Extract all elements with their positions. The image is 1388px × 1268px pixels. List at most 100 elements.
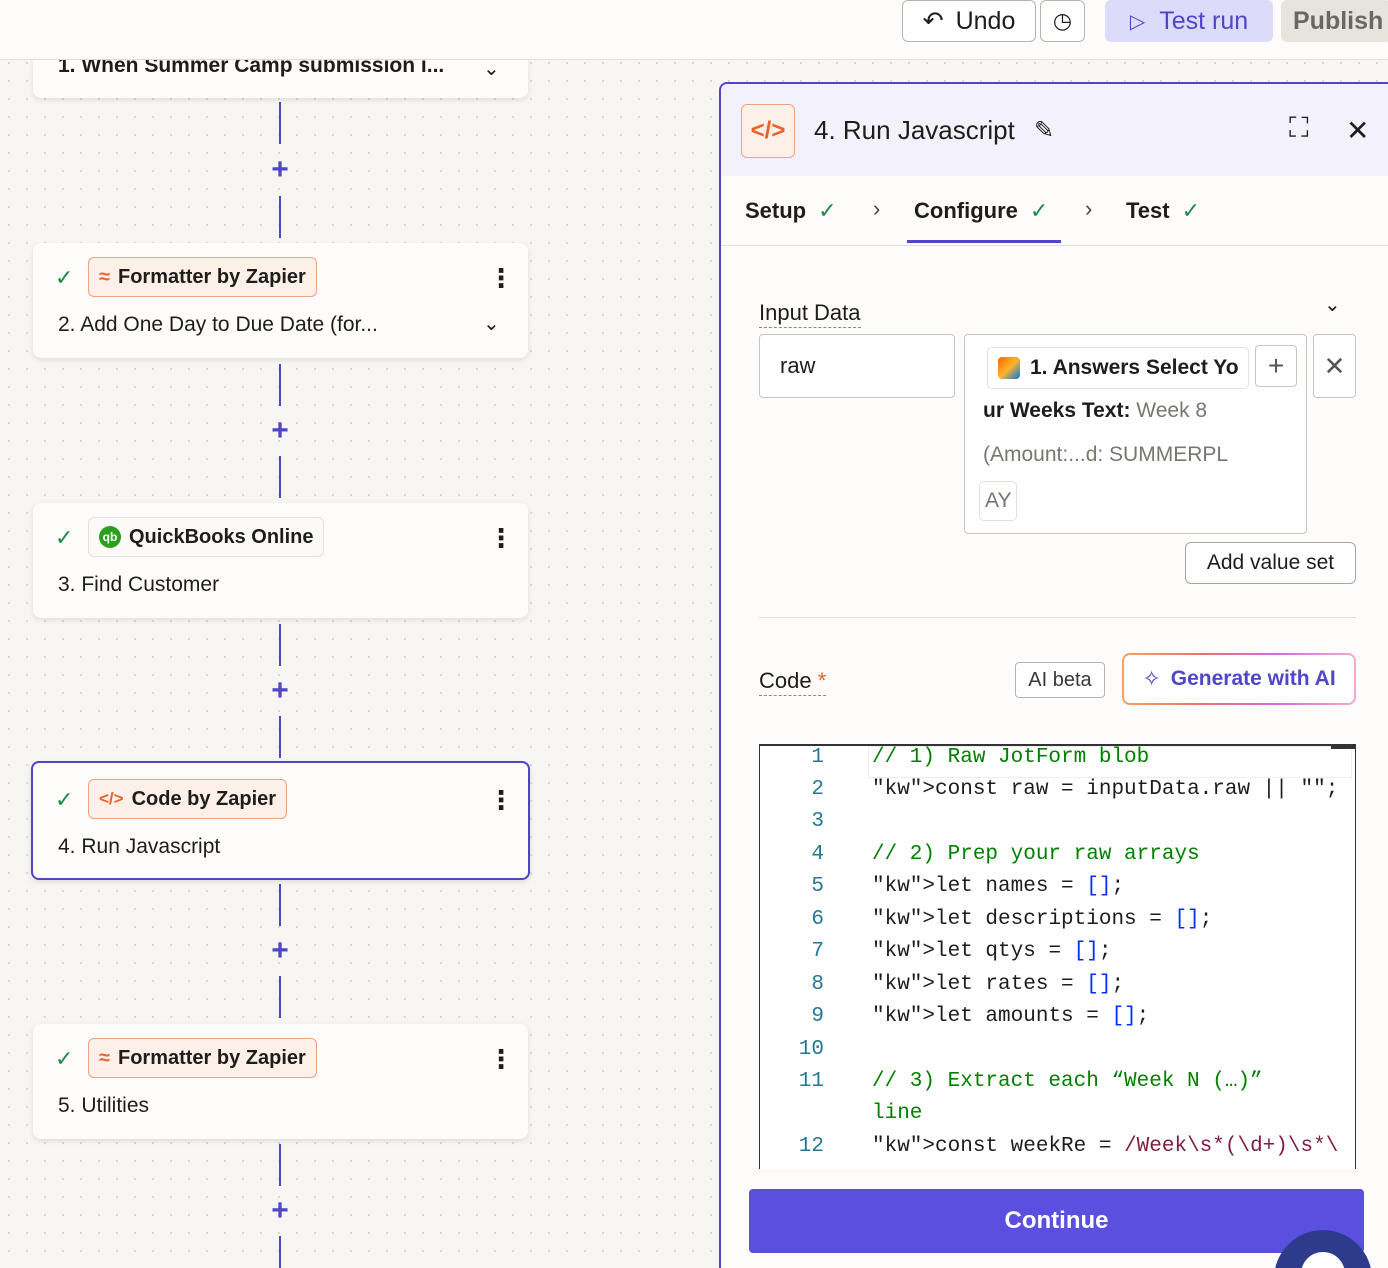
step-card-1[interactable]: 1. When Summer Camp submission i... ⌄ [33, 60, 528, 98]
current-line-highlight [868, 746, 1352, 778]
step-title: 1. When Summer Camp submission i... [58, 60, 445, 77]
connector-line [279, 976, 281, 1018]
add-value-set-button[interactable]: Add value set [1185, 542, 1356, 584]
history-button[interactable]: ◷ [1040, 0, 1085, 42]
more-options-icon[interactable]: ⋮ [488, 523, 514, 553]
jotform-icon [998, 357, 1020, 379]
tab-setup[interactable]: Setup ✓ [745, 198, 837, 224]
close-icon[interactable]: ✕ [1346, 115, 1370, 146]
play-icon: ▷ [1129, 10, 1146, 33]
app-badge: ≈ Formatter by Zapier [88, 1038, 317, 1078]
tab-configure[interactable]: Configure ✓ [914, 198, 1048, 224]
input-data-label: Input Data [759, 300, 861, 328]
publish-button[interactable]: Publish [1281, 0, 1388, 42]
ai-beta-badge: AI beta [1015, 662, 1105, 698]
add-step-plus-icon[interactable]: + [271, 674, 289, 707]
step-card-5[interactable]: ✓ ≈ Formatter by Zapier ⋮ 5. Utilities [33, 1024, 528, 1139]
undo-label: Undo [955, 6, 1016, 35]
generate-with-ai-inner: ✧ Generate with AI [1124, 655, 1354, 703]
line-text: "kw">let rates = []; [872, 973, 1125, 996]
line-text: "kw">let descriptions = []; [872, 908, 1213, 931]
connector-line [279, 884, 281, 926]
undo-button[interactable]: ↶ Undo [902, 0, 1036, 42]
connector-line [279, 456, 281, 498]
add-step-plus-icon[interactable]: + [271, 414, 289, 447]
pencil-icon[interactable]: ✎ [1034, 117, 1055, 144]
top-bar: ↶ Undo ◷ ▷ Test run Publish [0, 0, 1388, 60]
chevron-down-icon[interactable]: ⌄ [483, 60, 500, 80]
input-value-field[interactable]: 1. Answers Select Yo + ur Weeks Text: We… [964, 334, 1307, 534]
panel-footer: Continue [721, 1169, 1388, 1268]
code-line: 9 "kw">let amounts = []; [760, 1005, 1355, 1037]
chevron-down-icon[interactable]: ⌄ [1324, 294, 1341, 316]
generate-ai-label: Generate with AI [1170, 667, 1336, 690]
code-line: 3 [760, 810, 1355, 842]
value-text-line: ur Weeks Text: Week 8 [983, 399, 1207, 423]
check-icon: ✓ [55, 1046, 74, 1071]
more-options-icon[interactable]: ⋮ [488, 1044, 514, 1074]
panel-header: </> 4. Run Javascript ✎ ⛶ ✕ [721, 84, 1388, 176]
line-number: 7 [811, 940, 824, 963]
chevron-right-icon: › [1085, 196, 1093, 221]
generate-with-ai-button[interactable]: ✧ Generate with AI [1122, 653, 1356, 705]
step-title: 3. Find Customer [58, 573, 220, 596]
line-text: // 1) Raw JotForm blob [872, 746, 1150, 769]
history-icon: ◷ [1052, 8, 1073, 33]
expand-icon[interactable]: ⛶ [1289, 112, 1309, 143]
test-run-button[interactable]: ▷ Test run [1105, 0, 1273, 42]
divider [759, 617, 1356, 618]
line-text: "kw">let amounts = []; [872, 1005, 1150, 1028]
code-label: Code * [759, 668, 827, 696]
check-icon: ✓ [818, 198, 837, 223]
check-icon: ✓ [55, 265, 74, 290]
code-icon: </> [99, 789, 124, 808]
tab-test[interactable]: Test ✓ [1126, 198, 1200, 224]
line-text: "kw">let names = []; [872, 875, 1125, 898]
check-icon: ✓ [55, 525, 74, 550]
line-number: 1 [811, 746, 824, 769]
continue-button[interactable]: Continue [749, 1189, 1364, 1253]
tab-label: Setup [745, 198, 807, 223]
line-text: "kw">const weekRe = /Week\s*(\d+)\s*\ [872, 1135, 1339, 1158]
app-badge: </> Code by Zapier [88, 779, 288, 819]
value-bold-text: ur Weeks Text: [983, 399, 1131, 422]
formatter-icon: ≈ [99, 1046, 110, 1069]
line-number: 4 [811, 843, 824, 866]
line-number: 9 [811, 1005, 824, 1028]
insert-data-plus-icon[interactable]: + [1255, 345, 1297, 387]
undo-icon: ↶ [922, 7, 944, 35]
step-card-2[interactable]: ✓ ≈ Formatter by Zapier ⋮ 2. Add One Day… [33, 243, 528, 358]
code-line: 10 [760, 1038, 1355, 1070]
tab-label: Configure [914, 198, 1018, 223]
code-line: 2 "kw">const raw = inputData.raw || ""; [760, 778, 1355, 810]
code-line: 11 // 3) Extract each “Week N (…)” [760, 1070, 1355, 1102]
app-badge: ≈ Formatter by Zapier [88, 257, 317, 297]
check-icon: ✓ [1029, 198, 1049, 223]
connector-line [279, 716, 281, 758]
app-badge: qb QuickBooks Online [88, 517, 325, 557]
line-text: "kw">let qtys = []; [872, 940, 1112, 963]
line-text: line [872, 1102, 923, 1125]
code-line: 6 "kw">let descriptions = []; [760, 908, 1355, 940]
add-step-plus-icon[interactable]: + [271, 934, 289, 967]
connector-line [279, 196, 281, 238]
scrollbar[interactable] [1331, 746, 1355, 749]
code-editor[interactable]: 1 // 1) Raw JotForm blob 2 "kw">const ra… [759, 744, 1356, 1184]
chevron-down-icon[interactable]: ⌄ [483, 313, 500, 335]
line-number: 2 [811, 778, 824, 801]
app-name: Formatter by Zapier [117, 1046, 306, 1069]
remove-input-close-icon[interactable]: ✕ [1313, 334, 1356, 398]
connector-line [279, 1236, 281, 1268]
check-icon: ✓ [55, 787, 74, 812]
code-icon: </> [741, 104, 795, 158]
code-line: line [760, 1102, 1355, 1134]
mapped-field-pill[interactable]: 1. Answers Select Yo [987, 347, 1249, 389]
code-line: 12 "kw">const weekRe = /Week\s*(\d+)\s*\ [760, 1135, 1355, 1167]
step-card-4[interactable]: ✓ </> Code by Zapier ⋮ 4. Run Javascript [31, 761, 530, 880]
input-key-field[interactable]: raw [759, 334, 955, 398]
more-options-icon[interactable]: ⋮ [488, 263, 514, 293]
more-options-icon[interactable]: ⋮ [488, 785, 514, 815]
step-card-3[interactable]: ✓ qb QuickBooks Online ⋮ 3. Find Custome… [33, 503, 528, 618]
add-step-plus-icon[interactable]: + [271, 1194, 289, 1227]
add-step-plus-icon[interactable]: + [271, 153, 289, 186]
